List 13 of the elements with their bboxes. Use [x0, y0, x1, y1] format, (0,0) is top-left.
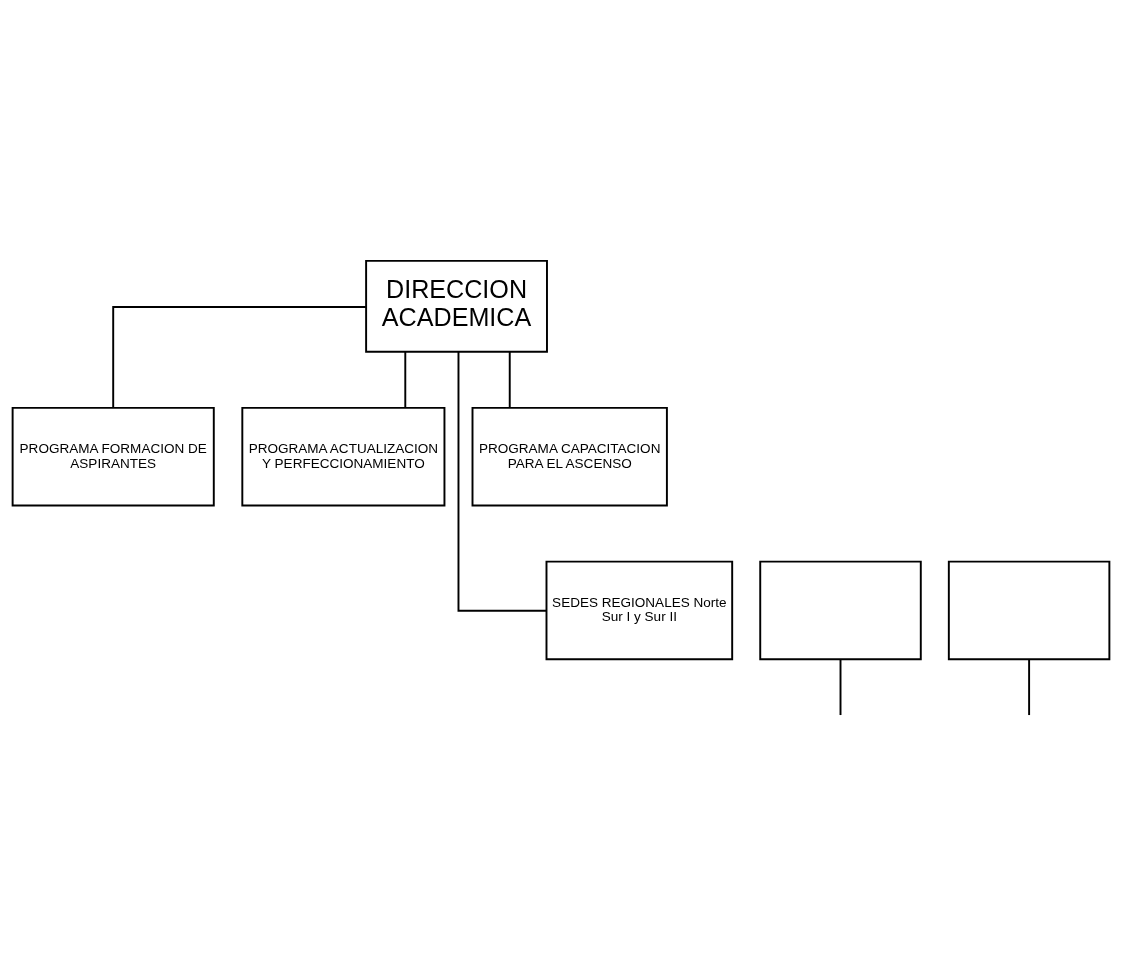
node-box: DIRECCION ACADEMICA [365, 259, 548, 353]
node-box [759, 560, 922, 660]
connector [839, 658, 842, 716]
node-box: PROGRAMA CAPACITACION PARA EL ASCENSO [471, 406, 668, 507]
node-box [947, 560, 1111, 660]
node-box: PROGRAMA ACTUALIZACION Y PERFECCIONAMIENTO [241, 406, 446, 507]
node-box: SEDES REGIONALES Norte Sur I y Sur II [545, 560, 734, 660]
connector [457, 350, 548, 612]
connector [112, 305, 367, 409]
connector [508, 350, 511, 409]
node-box: PROGRAMA FORMACION DE ASPIRANTES [11, 406, 215, 507]
connector [1028, 658, 1031, 716]
connector [404, 350, 407, 409]
